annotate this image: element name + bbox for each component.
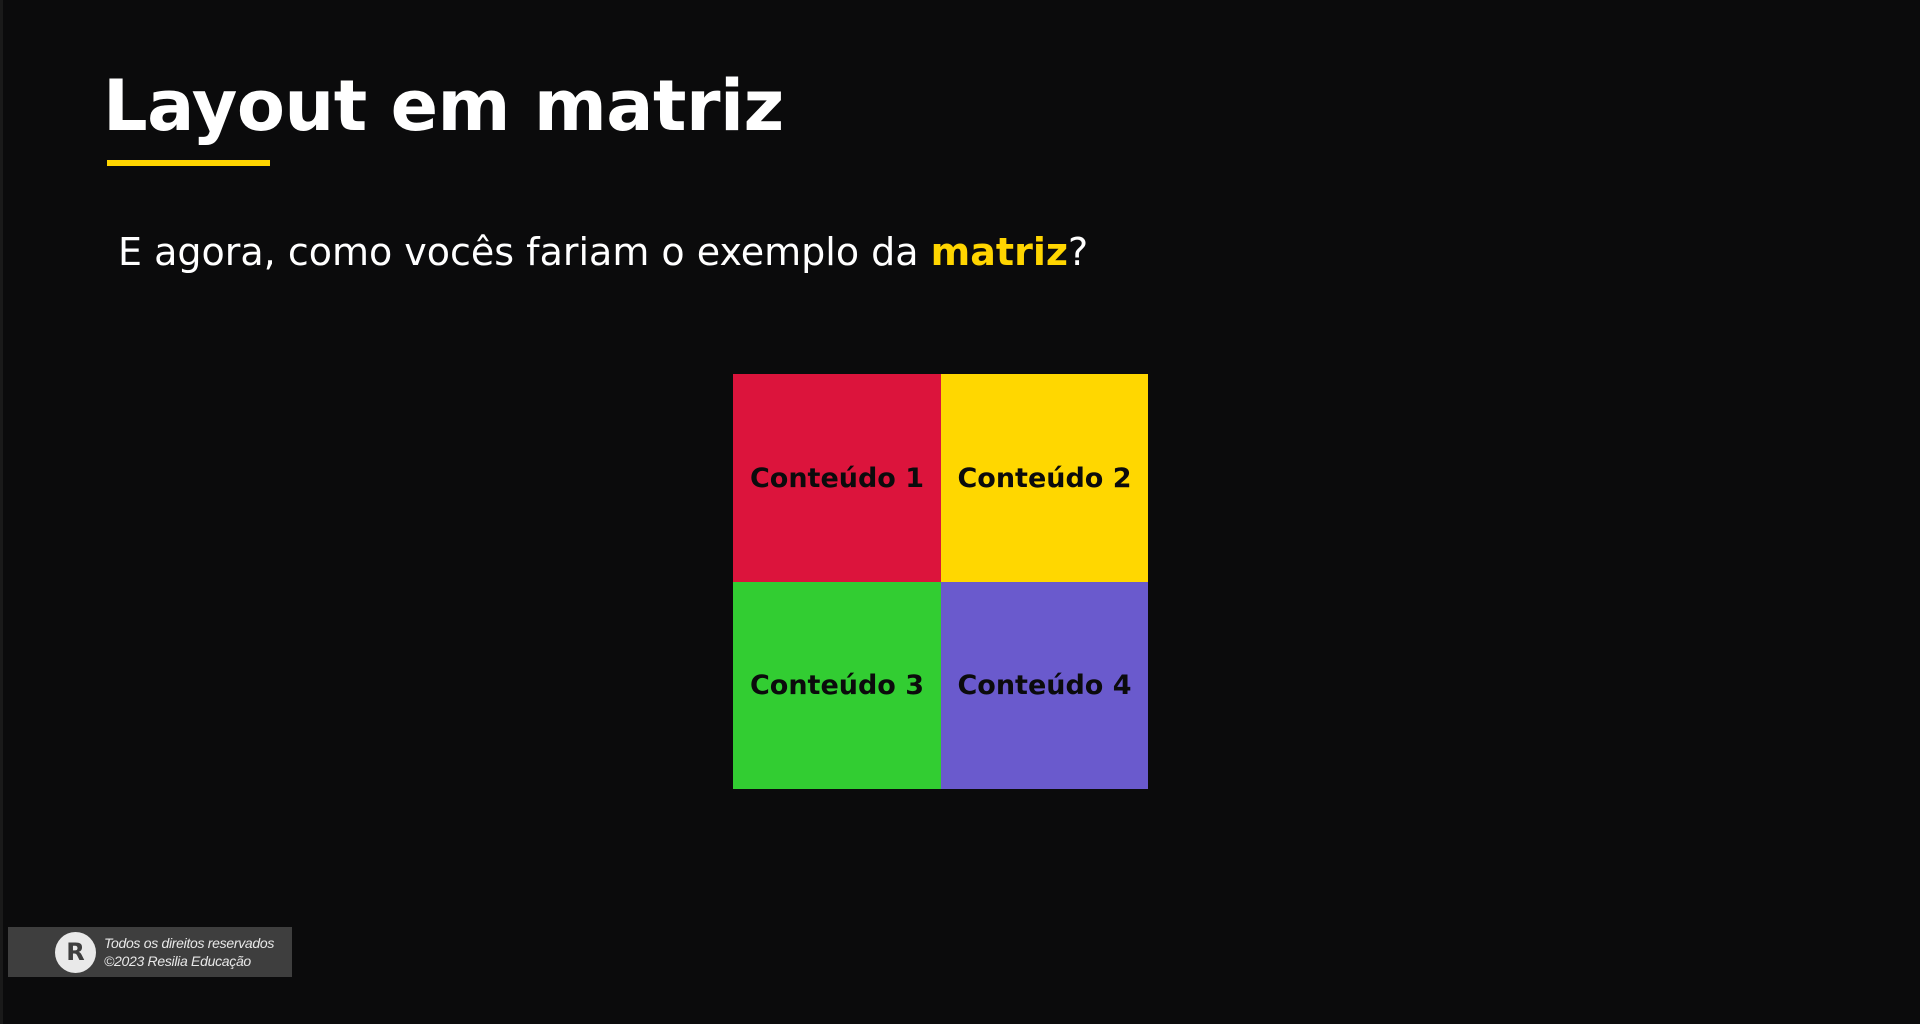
matrix-cell-4: Conteúdo 4: [941, 582, 1148, 789]
question-text-end: ?: [1067, 230, 1089, 274]
footer-text: Todos os direitos reservados ©2023 Resil…: [104, 934, 274, 970]
question-highlight: matriz: [930, 230, 1068, 274]
matrix-cell-2: Conteúdo 2: [941, 374, 1148, 582]
copyright-footer: R Todos os direitos reservados ©2023 Res…: [8, 927, 292, 977]
question-text: E agora, como vocês fariam o exemplo da …: [118, 228, 1088, 276]
question-text-start: E agora, como vocês fariam o exemplo da: [118, 230, 931, 274]
slide-title: Layout em matriz: [103, 65, 784, 147]
resilia-logo-icon: R: [55, 931, 96, 973]
matrix-cell-1: Conteúdo 1: [733, 374, 941, 582]
matrix-grid: Conteúdo 1 Conteúdo 2 Conteúdo 3 Conteúd…: [733, 374, 1148, 789]
footer-rights: Todos os direitos reservados: [104, 935, 275, 951]
footer-copyright: ©2023 Resilia Educação: [104, 953, 251, 969]
title-underline: [107, 160, 270, 166]
matrix-cell-3: Conteúdo 3: [733, 582, 941, 789]
